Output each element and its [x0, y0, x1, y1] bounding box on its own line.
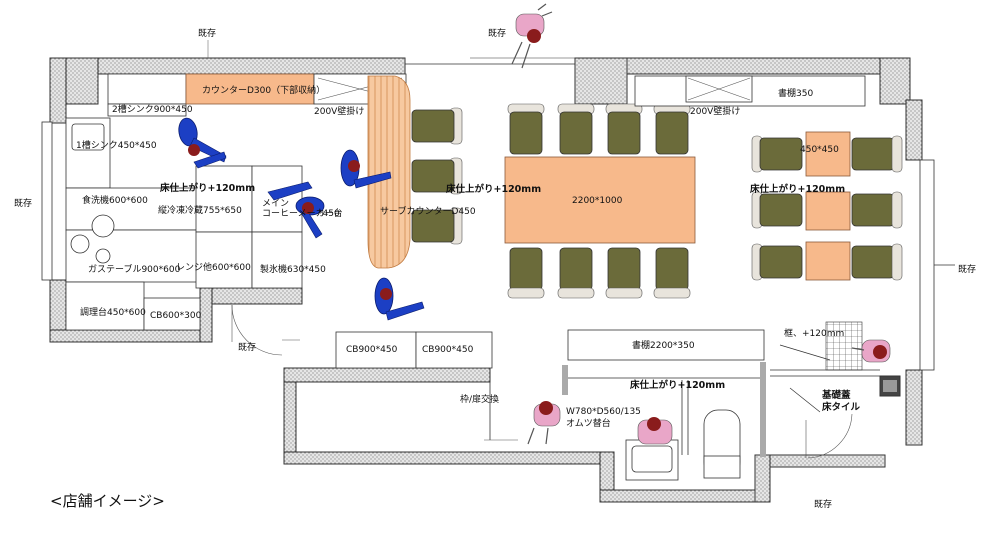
label-existing-left: 既存 [14, 197, 32, 209]
label-200v-right: 200V壁掛け [690, 105, 740, 117]
label-floor-main: 床仕上がり+120mm [446, 183, 541, 195]
label-floor-kitchen: 床仕上がり+120mm [160, 182, 255, 194]
label-floor-tile: 床タイル [822, 401, 861, 413]
label-sink1: 1槽シンク450*450 [76, 139, 157, 151]
label-coffee-1: メイン [262, 199, 289, 209]
label-coffee-2: コーヒーメーカー台 [262, 207, 343, 219]
center-dining [411, 75, 866, 299]
lower-area [295, 321, 901, 481]
customer-figures [511, 3, 891, 445]
label-cb900-2: CB900*450 [422, 345, 474, 355]
label-baseboard: 基礎蓋 [821, 389, 851, 401]
label-sink-stand-1: W780*D560/135 [566, 407, 641, 417]
label-sink2: 2槽シンク900*450 [112, 103, 193, 115]
label-bookshelf2200: 書棚2200*350 [632, 339, 695, 351]
cb900-2 [415, 331, 493, 369]
label-floor-right: 床仕上がり+120mm [750, 183, 845, 195]
label-gas-table: ガステーブル900*600 [88, 263, 181, 275]
label-range: レンジ他600*600 [176, 261, 251, 273]
plan-caption: <店舗イメージ> [50, 492, 165, 510]
label-floor-wc: 床仕上がり+120mm [630, 379, 725, 391]
label-counter-top: カウンターD300（下部収納） [202, 84, 325, 96]
left-window [41, 121, 53, 281]
label-coffee-size: *450 [318, 209, 340, 219]
bookshelf-2200 [567, 329, 765, 361]
kitchen [65, 73, 407, 356]
big-table [504, 156, 696, 244]
label-frame-door: 枠/扉交換 [460, 393, 499, 405]
right-window [919, 159, 935, 371]
label-serve-counter: サーブカウンターD450 [380, 205, 476, 217]
label-200v-left: 200V壁掛け [314, 105, 364, 117]
staff-figures [178, 117, 425, 321]
label-prep-table: 調理台450*600 [80, 306, 146, 318]
labels: 既存 既存 既存 既存 既存 既存 2槽シンク900*450 カウンターD300… [14, 27, 976, 510]
counter-top [185, 73, 315, 105]
walls [49, 57, 923, 503]
label-cb900-1: CB900*450 [346, 345, 398, 355]
label-cb600: CB600*300 [150, 311, 202, 321]
label-sink-stand-2: オムツ替台 [566, 417, 611, 429]
sink2-unit [107, 103, 187, 117]
label-fridge: 縦冷凍冷蔵755*650 [158, 204, 242, 216]
label-existing-door-bottom: 既存 [814, 498, 832, 510]
label-frame-note: 框、+120mm [784, 327, 844, 339]
label-existing-door-left: 既存 [238, 341, 256, 353]
label-existing-top: 既存 [198, 27, 216, 39]
label-bookshelf350: 書棚350 [778, 87, 813, 99]
label-dishwasher: 食洗機600*600 [82, 194, 148, 206]
label-big-table: 2200*1000 [572, 196, 623, 206]
right-dining [751, 131, 903, 281]
label-existing-right: 既存 [958, 263, 976, 275]
label-ice-maker: 製氷機630*450 [260, 263, 326, 275]
label-existing-top2: 既存 [488, 27, 506, 39]
label-small-table: 450*450 [800, 145, 839, 155]
